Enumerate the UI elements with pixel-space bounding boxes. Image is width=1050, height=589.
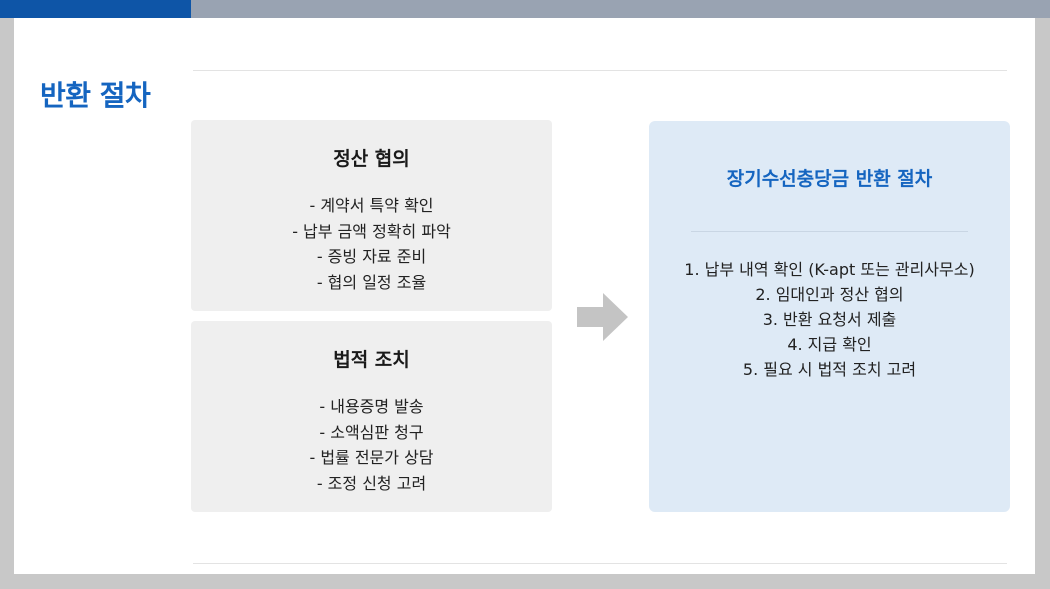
list-item: - 소액심판 청구	[319, 422, 424, 442]
step-item: 3. 반환 요청서 제출	[762, 310, 897, 329]
card-list: - 계약서 특약 확인 - 납부 금액 정확히 파악 - 증빙 자료 준비 - …	[191, 193, 552, 295]
list-item: - 계약서 특약 확인	[309, 196, 434, 215]
procedure-panel: 장기수선충당금 반환 절차 1. 납부 내역 확인 (K-apt 또는 관리사무…	[649, 121, 1010, 512]
step-item: 1. 납부 내역 확인 (K-apt 또는 관리사무소)	[684, 260, 975, 279]
settlement-card: 정산 협의 - 계약서 특약 확인 - 납부 금액 정확히 파악 - 증빙 자료…	[191, 120, 552, 311]
card-list: - 내용증명 발송 - 소액심판 청구 - 법률 전문가 상담 - 조정 신청 …	[191, 394, 552, 496]
panel-title: 장기수선충당금 반환 절차	[726, 168, 933, 190]
bottom-divider	[193, 563, 1007, 564]
list-item: - 증빙 자료 준비	[316, 247, 427, 266]
page-title: 반환 절차	[40, 79, 151, 112]
arrow-right-icon	[577, 293, 628, 341]
legal-action-card: 법적 조치 - 내용증명 발송 - 소액심판 청구 - 법률 전문가 상담 - …	[191, 321, 552, 512]
step-item: 4. 지급 확인	[787, 335, 872, 354]
list-item: - 내용증명 발송	[319, 397, 424, 416]
top-divider	[193, 70, 1007, 71]
panel-divider	[691, 231, 968, 232]
list-item: - 납부 금액 정확히 파악	[292, 221, 451, 241]
top-bar	[0, 0, 1050, 18]
top-bar-accent	[0, 0, 191, 18]
list-item: - 법률 전문가 상담	[309, 448, 434, 467]
list-item: - 협의 일정 조율	[316, 272, 427, 292]
list-item: - 조정 신청 고려	[316, 473, 427, 493]
slide: 반환 절차 정산 협의 - 계약서 특약 확인 - 납부 금액 정확히 파악 -…	[14, 18, 1035, 574]
card-title: 법적 조치	[333, 349, 410, 371]
procedure-steps: 1. 납부 내역 확인 (K-apt 또는 관리사무소) 2. 임대인과 정산 …	[679, 257, 980, 382]
step-item: 2. 임대인과 정산 협의	[755, 285, 904, 304]
step-item: 5. 필요 시 법적 조치 고려	[742, 360, 917, 379]
card-title: 정산 협의	[333, 148, 410, 170]
